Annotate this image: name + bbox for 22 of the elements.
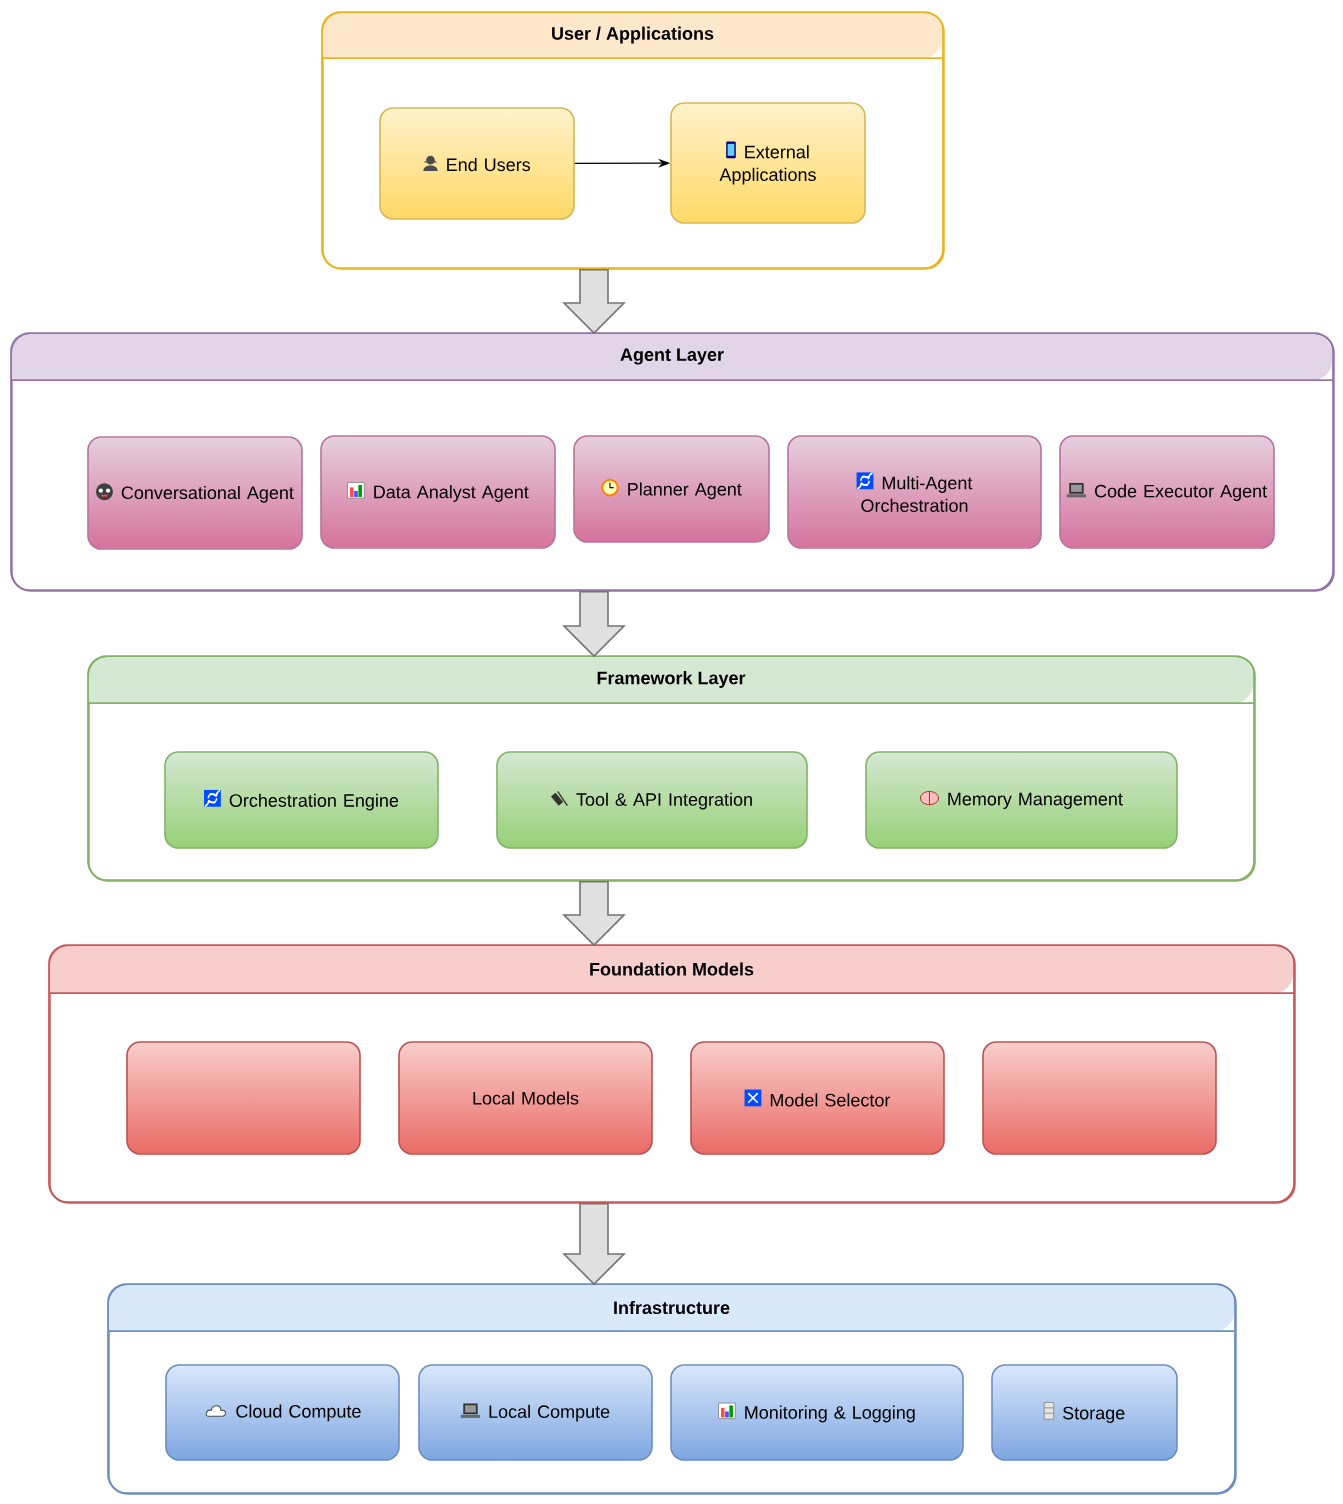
- block-arrow: [562, 590, 626, 658]
- process-box: Local Compute: [418, 1364, 653, 1461]
- process-box: Data Analyst Agent: [320, 435, 556, 549]
- process-box: Storage: [991, 1364, 1178, 1461]
- block-arrow: [562, 880, 626, 947]
- process-box: External Applications: [670, 102, 866, 224]
- process-box: Multi-Agent Orchestration: [787, 435, 1042, 549]
- process-box: Cloud Compute: [165, 1364, 400, 1461]
- block-arrow: [562, 1202, 626, 1286]
- empty-box: [126, 1041, 361, 1155]
- process-box: Local Models: [398, 1041, 653, 1155]
- process-box: Planner Agent: [573, 435, 770, 543]
- process-box: End Users: [379, 107, 575, 220]
- process-box: Tool & API Integration: [496, 751, 808, 849]
- process-box: Memory Management: [865, 751, 1178, 849]
- process-box: Orchestration Engine: [164, 751, 439, 849]
- process-box: Conversational Agent: [87, 436, 303, 550]
- empty-box: [982, 1041, 1217, 1155]
- process-box: Code Executor Agent: [1059, 435, 1275, 549]
- block-arrow: [562, 268, 626, 335]
- process-box: Model Selector: [690, 1041, 945, 1155]
- process-box: Monitoring & Logging: [670, 1364, 964, 1461]
